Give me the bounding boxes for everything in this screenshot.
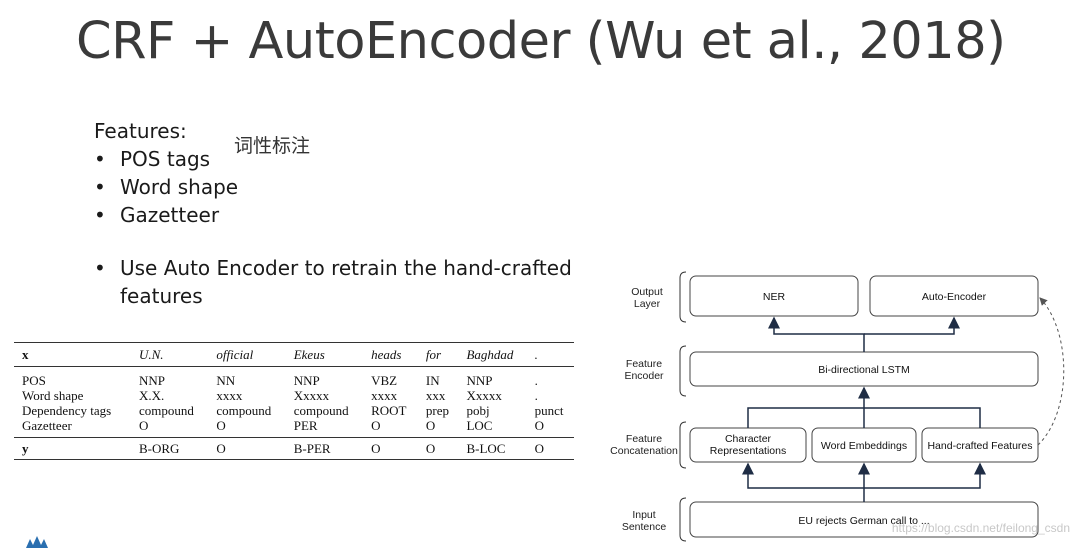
layer-label-output: Layer xyxy=(634,298,661,310)
table-cell: B-LOC xyxy=(466,441,506,456)
table-cell: NN xyxy=(216,373,236,388)
table-cell: B-PER xyxy=(293,441,331,456)
handcrafted-label: Hand-crafted Features xyxy=(927,440,1032,452)
table-cell: . xyxy=(534,388,538,403)
table-cell: pobj xyxy=(466,403,490,418)
layer-label-concat: Concatenation xyxy=(610,445,678,457)
layer-bracket xyxy=(679,497,687,542)
architecture-diagram: Output Layer Feature Encoder Feature Con… xyxy=(600,262,1080,549)
feature-item-pos: POS tags xyxy=(94,145,238,173)
table-cell: xxx xyxy=(425,388,446,403)
table-cell: Gazetteer xyxy=(22,418,72,433)
char-rep-label: Representations xyxy=(710,445,786,457)
dashed-reconstruction-arrow xyxy=(1037,297,1065,446)
table-cell: NNP xyxy=(293,373,320,388)
features-block: Features: POS tags Word shape Gazetteer xyxy=(94,117,238,229)
layer-label-encoder: Feature xyxy=(626,358,662,370)
arrow-lstm-to-autoencoder xyxy=(864,316,960,335)
sentence-label: EU rejects German call to ... xyxy=(798,515,929,527)
features-list: POS tags Word shape Gazetteer xyxy=(94,145,238,229)
table-header-cell: U.N. xyxy=(139,347,164,362)
table-cell: compound xyxy=(139,403,194,418)
layer-label-input: Input xyxy=(632,509,655,521)
logo-icon xyxy=(24,534,50,553)
layer-label-concat: Feature xyxy=(626,433,662,445)
feature-table: x U.N. official Ekeus heads for Baghdad … xyxy=(14,342,574,460)
table-cell: O xyxy=(371,418,381,433)
ner-label: NER xyxy=(763,291,786,303)
table-cell: LOC xyxy=(466,418,493,433)
autoencoder-box xyxy=(869,275,1039,317)
table-cell: compound xyxy=(293,403,349,418)
table-cell: PER xyxy=(293,418,318,433)
table-cell: X.X. xyxy=(139,388,165,403)
table-cell: Xxxxx xyxy=(466,388,502,403)
table-cell: Xxxxx xyxy=(293,388,330,403)
layer-bracket xyxy=(679,345,687,397)
slide-title: CRF + AutoEncoder (Wu et al., 2018) xyxy=(76,12,1006,71)
arrow-lstm-to-ner xyxy=(768,316,865,352)
autoencoder-bullet: • Use Auto Encoder to retrain the hand-c… xyxy=(94,254,574,310)
lstm-label: Bi-directional LSTM xyxy=(818,364,910,376)
table-cell: xxxx xyxy=(371,388,398,403)
table-cell: Dependency tags xyxy=(22,403,112,418)
layer-label-input: Sentence xyxy=(622,521,667,533)
autoencoder-label: Auto-Encoder xyxy=(922,291,987,303)
table-cell: O xyxy=(534,441,545,456)
feature-item-gazetteer: Gazetteer xyxy=(94,201,238,229)
feature-item-word-shape: Word shape xyxy=(94,173,238,201)
table-cell: compound xyxy=(216,403,272,418)
table-cell: O xyxy=(139,418,149,433)
table-cell: y xyxy=(22,441,29,456)
table-header-cell: Ekeus xyxy=(293,347,325,362)
table-header-cell: official xyxy=(216,347,254,362)
layer-bracket xyxy=(679,271,687,323)
ner-box xyxy=(689,275,859,317)
watermark-text: https://blog.csdn.net/feilong_csdn xyxy=(892,521,1070,535)
autoencoder-bullet-text: Use Auto Encoder to retrain the hand-cra… xyxy=(120,256,572,308)
table-cell: . xyxy=(534,373,538,388)
table-cell: xxxx xyxy=(216,388,243,403)
table-cell: O xyxy=(425,441,436,456)
table-cell: IN xyxy=(425,373,440,388)
table-row: Dependency tags compound compound compou… xyxy=(14,403,574,418)
arrow-sentence-to-handcrafted xyxy=(864,462,986,489)
table-row: POS NNP NN NNP VBZ IN NNP . xyxy=(14,367,574,389)
table-cell: Word shape xyxy=(22,388,84,403)
table-cell: NNP xyxy=(466,373,493,388)
bullet-dot: • xyxy=(94,256,106,280)
features-header: Features: xyxy=(94,119,187,143)
table-cell: POS xyxy=(22,373,46,388)
table-cell: O xyxy=(534,418,545,433)
table-row: Word shape X.X. xxxx Xxxxx xxxx xxx Xxxx… xyxy=(14,388,574,403)
table-cell: O xyxy=(216,418,226,433)
table-cell: O xyxy=(371,441,381,456)
table-header-cell: heads xyxy=(371,347,402,362)
table-cell: O xyxy=(216,441,226,456)
table-row: Gazetteer O O PER O O LOC O xyxy=(14,418,574,438)
table-header-row: x U.N. official Ekeus heads for Baghdad … xyxy=(14,342,574,367)
char-rep-label: Character xyxy=(725,433,772,445)
layer-bracket xyxy=(679,421,687,469)
table-header-cell: Baghdad xyxy=(466,347,514,362)
chinese-annotation: 词性标注 xyxy=(234,135,311,157)
table-header-cell: for xyxy=(425,347,442,362)
arrow-handcrafted-to-lstm xyxy=(864,407,981,428)
table-cell: B-ORG xyxy=(139,441,180,456)
word-emb-label: Word Embeddings xyxy=(821,440,907,452)
table-cell: NNP xyxy=(139,373,166,388)
table-header-cell: . xyxy=(534,347,538,362)
table-cell: O xyxy=(425,418,436,433)
layer-label-encoder: Encoder xyxy=(624,370,664,382)
arrow-sentence-to-char xyxy=(742,462,864,489)
arrow-char-to-lstm xyxy=(747,407,864,428)
table-header-cell: x xyxy=(22,347,29,362)
table-cell: VBZ xyxy=(371,373,398,388)
table-cell: punct xyxy=(534,403,564,418)
table-cell: ROOT xyxy=(371,403,407,418)
layer-label-output: Output xyxy=(631,286,663,298)
table-cell: prep xyxy=(425,403,449,418)
table-label-row: y B-ORG O B-PER O O B-LOC O xyxy=(14,437,574,460)
